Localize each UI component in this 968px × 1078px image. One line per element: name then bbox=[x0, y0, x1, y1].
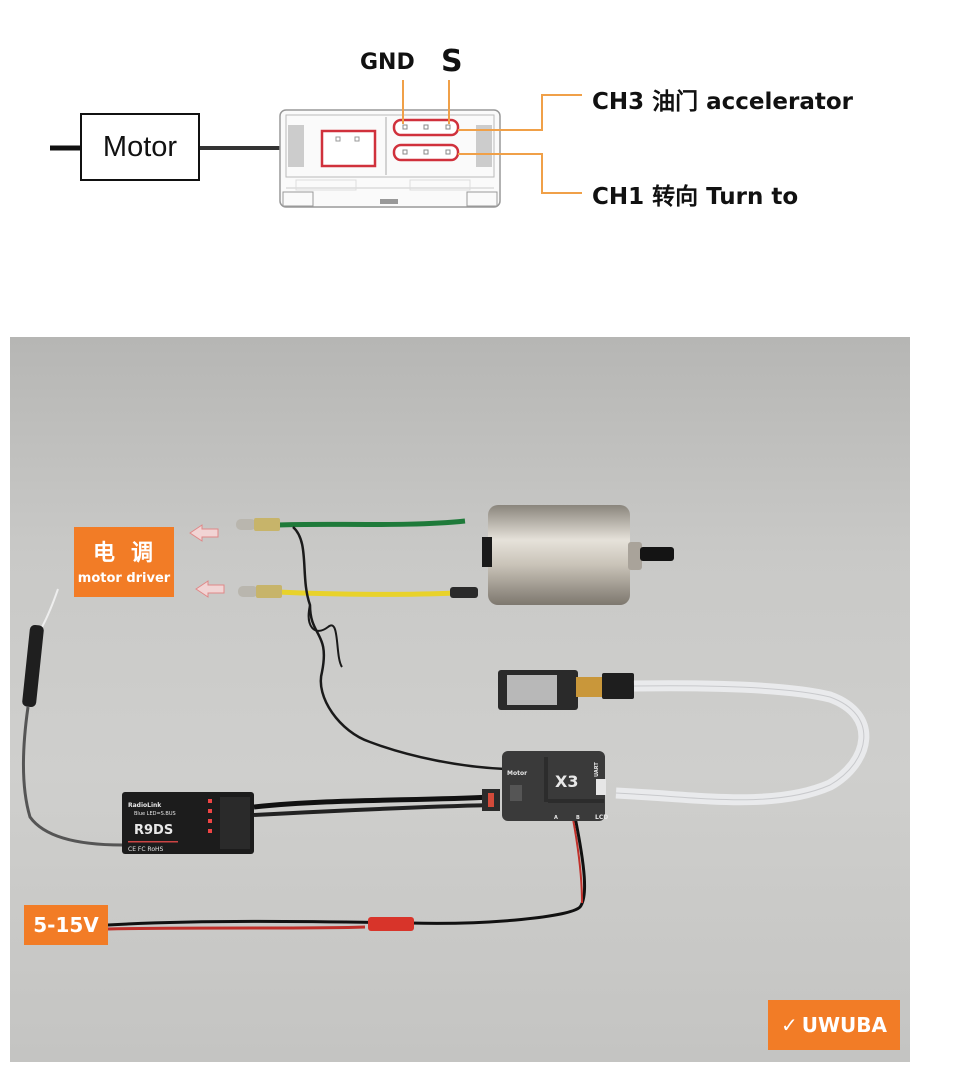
servo-plug-indicator bbox=[488, 793, 494, 807]
motor-lead-yellow bbox=[277, 589, 456, 597]
wiring-schematic: Motor GND S CH3 油门 accelerator CH1 转向 Tu… bbox=[0, 0, 968, 330]
ribbon-cable bbox=[615, 680, 870, 806]
receiver-cert-marks: CE FC RoHS bbox=[128, 846, 164, 853]
receiver-model: R9DS bbox=[134, 823, 173, 838]
power-cable-black bbox=[107, 816, 587, 927]
schematic-lines bbox=[50, 80, 582, 208]
antenna-sleeve bbox=[22, 624, 44, 708]
wiring-photo: RadioLink Blue LED=S.BUS R9DS CE FC RoHS bbox=[10, 337, 910, 1062]
photo-illustration: RadioLink Blue LED=S.BUS R9DS CE FC RoHS bbox=[21, 505, 870, 931]
header-pin bbox=[423, 124, 429, 130]
ch3-header-highlight bbox=[392, 118, 460, 137]
controller-pin-b: B bbox=[576, 815, 580, 821]
motor-pin bbox=[335, 136, 341, 142]
header-pin bbox=[402, 124, 408, 130]
heatshrink bbox=[450, 587, 478, 598]
motor-lead-green bbox=[277, 518, 466, 528]
ch1-label: CH1 转向 Turn to bbox=[592, 184, 799, 210]
dc-motor bbox=[482, 505, 674, 605]
servo-cable-1 bbox=[253, 794, 493, 810]
svg-text:RadioLink: RadioLink bbox=[128, 802, 162, 809]
arrow-left-icon bbox=[195, 580, 225, 598]
power-cable-red bbox=[107, 925, 366, 931]
sensor-wire bbox=[292, 526, 506, 771]
motor-port-highlight bbox=[320, 129, 377, 168]
brand-logo-icon: ✓ bbox=[780, 1013, 798, 1037]
arrow-left-icon bbox=[189, 524, 219, 542]
controller-pin-header bbox=[510, 785, 522, 801]
controller-motor-label: Motor bbox=[507, 770, 527, 777]
ch1-header-highlight bbox=[392, 143, 460, 162]
controller-model-label: X3 bbox=[555, 772, 578, 791]
lcd-module bbox=[498, 670, 634, 710]
ribbon-cable-edge bbox=[615, 685, 865, 801]
controller-pin-a: A bbox=[554, 815, 558, 821]
motor-pin bbox=[354, 136, 360, 142]
brand-logo-text: UWUBA bbox=[801, 1013, 888, 1037]
controller-uart-label: UART bbox=[594, 762, 600, 777]
svg-text:Blue LED=S.BUS: Blue LED=S.BUS bbox=[134, 811, 176, 817]
receiver-r9ds: RadioLink Blue LED=S.BUS R9DS CE FC RoHS bbox=[122, 792, 254, 854]
lcd-port bbox=[596, 779, 606, 795]
ch1-leader bbox=[458, 153, 582, 194]
power-cable-red-upper bbox=[572, 818, 583, 904]
gnd-pin-label: GND bbox=[360, 50, 415, 75]
antenna-cable bbox=[21, 706, 123, 847]
servo-cable-2 bbox=[253, 803, 493, 817]
header-pin bbox=[445, 124, 451, 130]
controller-outline bbox=[279, 109, 501, 208]
header-pin bbox=[445, 149, 451, 155]
ch3-label: CH3 油门 accelerator bbox=[592, 89, 854, 115]
bullet-connector-green bbox=[236, 518, 280, 531]
sensor-wire-loop bbox=[307, 604, 343, 668]
motor-box: Motor bbox=[80, 113, 200, 181]
motor-driver-tag-zh: 电调 bbox=[92, 541, 169, 566]
voltage-tag: 5-15V bbox=[24, 905, 108, 945]
jst-connector bbox=[368, 917, 414, 931]
ch3-leader bbox=[458, 94, 582, 131]
header-pin bbox=[402, 149, 408, 155]
antenna-tip bbox=[41, 588, 59, 628]
signal-pin-label: S bbox=[441, 44, 463, 79]
controller-x3: Motor X3 UART LCD A B bbox=[502, 751, 608, 821]
controller-lcd-label: LCD bbox=[595, 814, 608, 821]
motor-driver-tag-en: motor driver bbox=[77, 571, 171, 586]
header-pin bbox=[423, 149, 429, 155]
motor-driver-tag: 电调 motor driver bbox=[74, 527, 174, 597]
brand-logo: ✓ UWUBA bbox=[768, 1000, 900, 1050]
bullet-connector-yellow bbox=[238, 585, 282, 598]
